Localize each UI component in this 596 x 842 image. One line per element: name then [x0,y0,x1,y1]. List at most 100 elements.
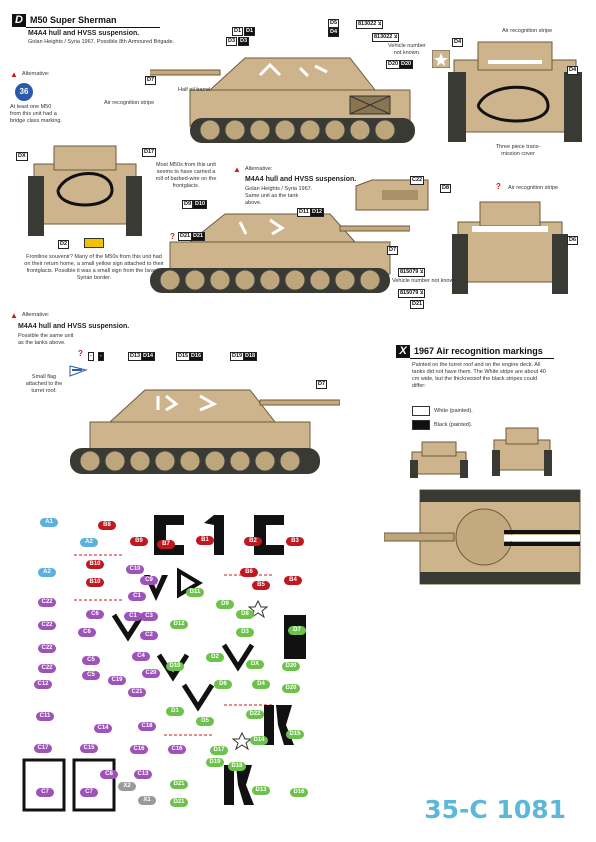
tag-c22: C22 [410,176,425,185]
decal-c21: C21 [128,688,146,697]
decal-c1-2: C1 [124,612,142,621]
flag-note: Small flag attached to the turret roof. [25,374,63,394]
decal-d2: D2 [206,653,224,662]
decal-a2-2: A2 [38,568,56,577]
decal-c14: C14 [94,724,112,733]
decal-c22-3: C22 [38,644,56,653]
question-icon-2: ? [496,182,501,191]
decal-x1: X1 [138,796,156,805]
decal-b2: B2 [244,537,262,546]
legend-white-swatch [412,406,430,416]
air-stripe-label-2: Air recognition stripe [104,100,155,106]
decal-d13: D13 [252,786,270,795]
decal-c15: C15 [80,744,98,753]
decal-d18: D18 [228,762,246,771]
decal-b10-1: B10 [86,560,104,569]
tag-d7-2: D7 [387,246,399,255]
tag-dash-2: - [98,352,104,361]
most-m50-note: Most M50s from this unit seems to have c… [155,162,217,189]
tag-d14: D14 [141,352,156,361]
decal-b5: B5 [252,581,270,590]
tag-d11: D11 [297,208,311,217]
section-d-letter: D [12,14,26,27]
tag-d1b: D1 [244,27,256,36]
decal-c2: C2 [140,631,158,640]
tag-d15: D15 [176,352,191,361]
decal-d6: D6 [214,680,232,689]
decal-d20-2: D20 [282,684,300,693]
alert-icon-1: ▲ [10,70,18,79]
tag-d1: D1 [232,27,244,36]
section-d-title: M50 Super Sherman [26,14,160,28]
plate-1: 813022 צ [356,20,384,29]
tag-d2: D2 [58,240,70,249]
air-stripe-label-1: Air recognition stripe [502,28,553,34]
tag-d9: D9 [182,200,194,209]
legend-white-label: White (painted). [434,408,473,414]
three-piece-label: Three piece trans-mission cover [495,144,541,157]
tag-d3b: D3 [238,37,250,46]
tank-front-view-3 [452,201,568,294]
decal-d1: D1 [166,707,184,716]
decal-d14: D14 [250,736,268,745]
tag-d7: D7 [145,76,157,85]
legend-black-label: Black (painted). [434,422,473,428]
alert-icon-2: ▲ [233,165,241,174]
decal-d22: D22 [246,710,264,719]
tank-front-view-2 [28,145,142,236]
section-d-note: Golan Heights / Syria 1967. Possible 8th… [28,39,175,45]
decal-d15: D15 [286,730,304,739]
tag-d21-r: D21 [410,300,425,309]
decal-c16-2: C16 [168,745,186,754]
star-marking [432,50,450,68]
tag-d20b: D20 [399,60,414,69]
decal-c22-4: C22 [38,664,56,673]
decal-d3: D3 [236,628,254,637]
decal-c11: C11 [36,712,54,721]
decal-d10: D10 [166,662,184,671]
tag-d20: D20 [386,60,401,69]
top-view-tank [384,489,581,585]
tag-d13: D13 [128,352,143,361]
decal-c19: C19 [108,676,126,685]
decal-c22-1: C22 [38,598,56,607]
decal-b7: B7 [157,540,175,549]
section-d-subtitle: M4A4 hull and HVSS suspension. [28,30,140,37]
decal-c7-1: C7 [36,788,54,797]
tag-d8: D8 [440,184,452,193]
decal-c3: C3 [140,612,158,621]
tag-d4-right-2: D4 [567,66,579,75]
decal-c1-1: C1 [128,592,146,601]
decal-d21-2: D21 [170,798,188,807]
tag-d19: D19 [230,352,245,361]
frontline-note: Frontline souvenir? Many of the M50s fro… [24,254,164,281]
tank-side-view-3 [70,389,340,474]
decal-c8: C8 [100,770,118,779]
bridge-class-badge: 36 [15,83,33,101]
tag-d10: D10 [193,200,208,209]
legend-black-swatch [412,420,430,430]
bridge-class-note: At least one M50 from this unit had a br… [10,104,62,124]
decal-c22-2: C22 [38,621,56,630]
decal-d7: D7 [288,626,306,635]
decal-b1: B1 [196,536,214,545]
decal-d11: D11 [186,588,204,597]
tag-d21b: D21 [191,232,206,241]
yellow-sign [84,238,104,248]
decal-c17: C17 [34,744,52,753]
decal-d19: D19 [206,758,224,767]
tank-front-view-1 [448,41,582,142]
decal-b4: B4 [284,576,302,585]
decal-c5-1: C5 [82,656,100,665]
plate-4: 815079 צ [398,289,426,298]
tag-d4-right: D4 [452,38,464,47]
tag-d6: D6 [567,236,579,245]
decal-c12: C12 [34,680,52,689]
decal-b6: B6 [240,568,258,577]
tag-dx: DX [16,152,28,161]
tag-d3: D3 [226,37,238,46]
decal-d5: D5 [196,717,214,726]
rear-view-tank [410,441,468,478]
tag-d5: D5 [328,19,340,28]
alt2-subtitle: M4A4 hull and HVSS suspension. [245,176,357,183]
